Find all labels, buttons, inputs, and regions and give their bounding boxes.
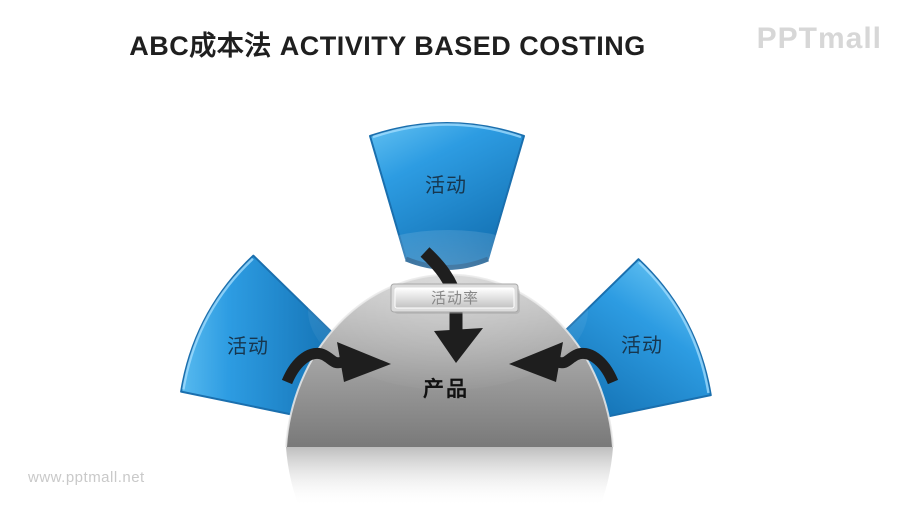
activity-label-top: 活动 xyxy=(425,174,467,197)
product-label: 产品 xyxy=(423,377,469,401)
rate-plaque-face xyxy=(394,287,515,309)
activity-label-left: 活动 xyxy=(227,335,269,358)
slide-title: ABC成本法 ACTIVITY BASED COSTING xyxy=(129,31,646,61)
rate-label: 活动率 xyxy=(431,290,479,307)
watermark-url: www.pptmall.net xyxy=(28,469,145,486)
activity-label-right: 活动 xyxy=(621,334,663,357)
brand-logo: PPTmall xyxy=(756,22,882,55)
rate-plaque xyxy=(390,283,520,314)
dome-reflection xyxy=(286,447,613,506)
